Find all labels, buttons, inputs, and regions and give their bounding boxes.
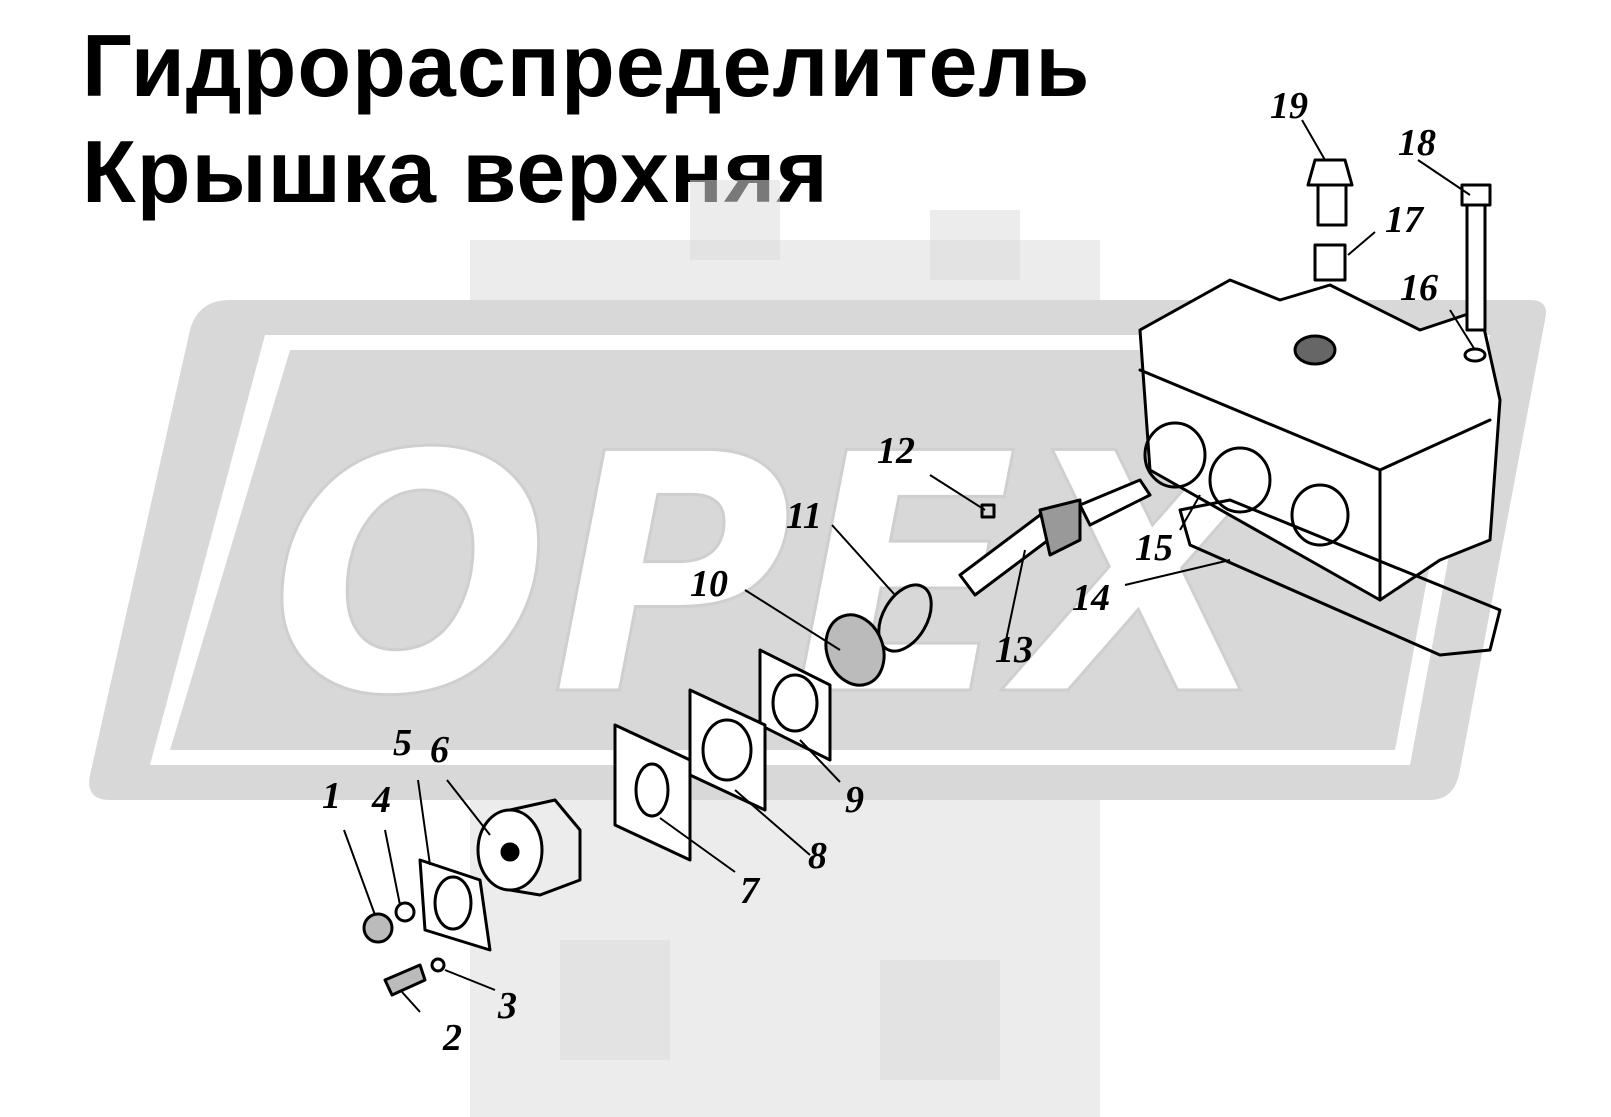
callout-6: 6 <box>430 729 449 771</box>
nut-1 <box>362 912 394 944</box>
pin <box>980 503 996 519</box>
title-line-1: Гидрораспределитель <box>82 16 1091 115</box>
callout-18: 18 <box>1398 122 1436 164</box>
callout-16: 16 <box>1400 267 1438 309</box>
watermark-gear-tooth-bottom-right <box>880 960 1000 1080</box>
callout-1: 1 <box>322 775 341 817</box>
flange <box>418 858 492 952</box>
cap <box>476 798 582 897</box>
washer-3 <box>430 957 446 973</box>
bolt-19 <box>1306 158 1354 227</box>
callout-5: 5 <box>393 722 412 764</box>
callout-7: 7 <box>740 870 761 912</box>
watermark-gear-tooth-top <box>690 180 780 260</box>
callout-19: 19 <box>1270 85 1308 127</box>
o-ring <box>877 583 933 653</box>
callout-13: 13 <box>995 629 1033 671</box>
callout-8: 8 <box>808 835 827 877</box>
distributor-housing <box>1138 278 1502 602</box>
leader-lines <box>343 119 1476 1013</box>
callout-2: 2 <box>442 1017 462 1059</box>
bolt <box>383 963 427 997</box>
callout-17: 17 <box>1385 199 1425 241</box>
callout-10: 10 <box>690 563 728 605</box>
gasket <box>1178 498 1502 657</box>
callout-3: 3 <box>497 985 517 1027</box>
washer <box>394 901 416 923</box>
gasket-8 <box>688 688 767 812</box>
watermark-gear-tooth-top-right <box>930 210 1020 280</box>
nut <box>824 613 886 687</box>
callout-12: 12 <box>877 430 915 472</box>
spool <box>958 478 1152 597</box>
watermark: OPEX <box>89 180 1547 1117</box>
nut-17 <box>1313 243 1347 282</box>
callout-11: 11 <box>786 495 822 537</box>
callout-numbers: 1 2 3 4 5 6 7 8 9 10 11 12 13 14 15 16 1… <box>322 85 1438 1059</box>
callout-9: 9 <box>845 779 864 821</box>
callout-14: 14 <box>1072 577 1110 619</box>
callout-4: 4 <box>371 779 391 821</box>
long-bolt <box>1460 183 1492 332</box>
callout-15: 15 <box>1135 527 1173 569</box>
plate-9 <box>758 648 832 762</box>
watermark-gear-tooth-bottom <box>560 940 670 1060</box>
